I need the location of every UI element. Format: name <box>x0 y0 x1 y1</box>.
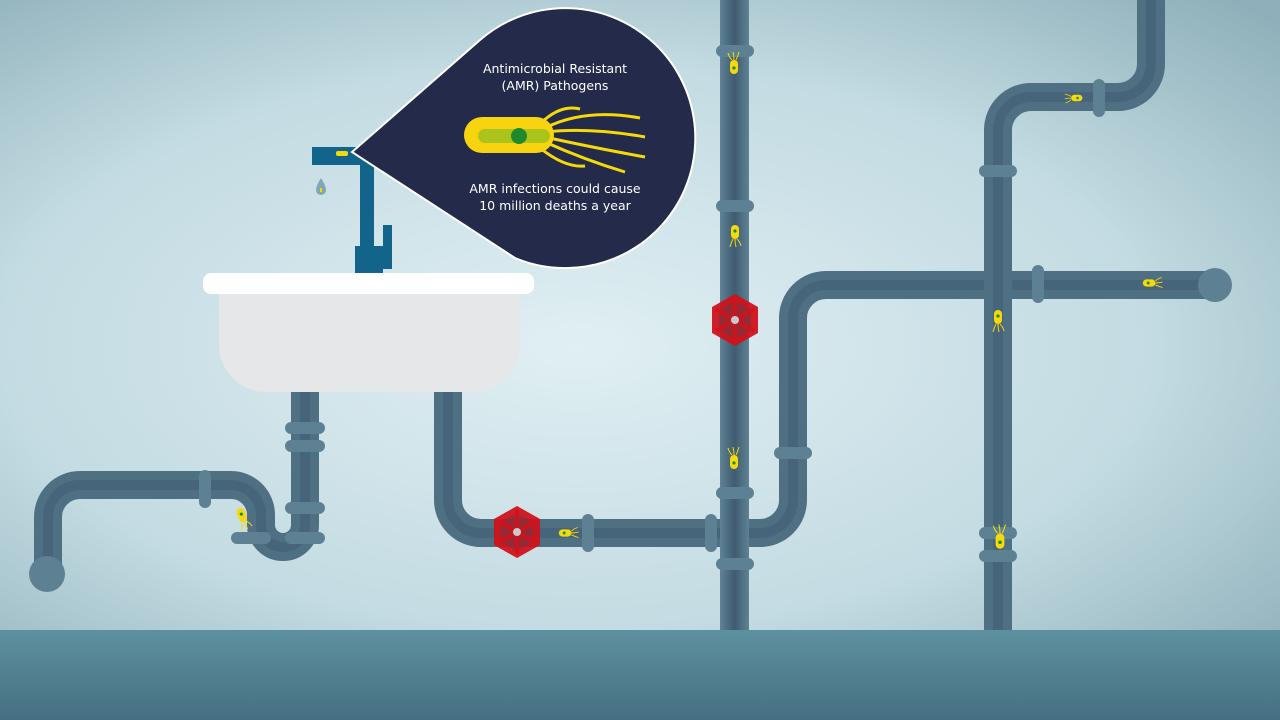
bubble-title-line2: (AMR) Pathogens <box>501 78 609 93</box>
bubble-stat-line2: 10 million deaths a year <box>479 198 631 213</box>
faucet <box>312 147 392 273</box>
bubble-statistic: AMR infections could cause 10 million de… <box>440 180 670 214</box>
bacterium-illustration <box>464 106 646 174</box>
bubble-title: Antimicrobial Resistant (AMR) Pathogens <box>440 60 670 94</box>
floor <box>0 630 1280 720</box>
water-drop <box>316 178 326 195</box>
sink <box>203 273 534 392</box>
bubble-title-line1: Antimicrobial Resistant <box>482 61 628 76</box>
bubble-stat-line1: AMR infections could cause <box>469 181 641 196</box>
